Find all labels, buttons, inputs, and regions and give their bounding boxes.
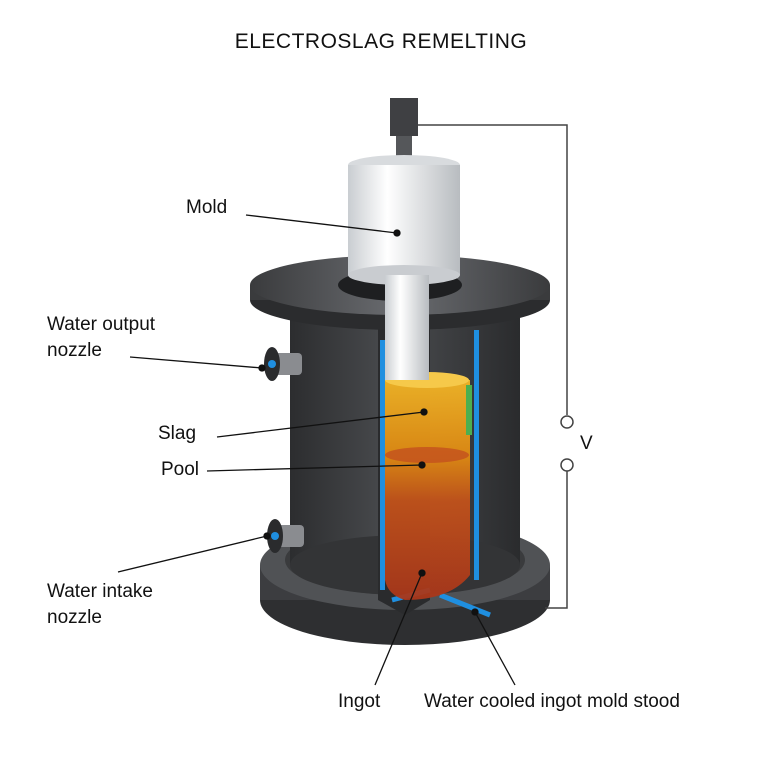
label-water-intake-line1: Water intake	[47, 581, 153, 602]
label-water-intake-line2: nozzle	[47, 607, 102, 628]
label-voltage: V	[580, 433, 593, 454]
label-slag: Slag	[158, 423, 197, 444]
water-intake-nozzle	[267, 519, 304, 553]
melt-column	[385, 372, 472, 600]
label-mold: Mold	[186, 197, 228, 218]
label-water-output-line1: Water output	[47, 314, 156, 335]
label-water-output-line2: nozzle	[47, 340, 102, 361]
electrode	[348, 98, 460, 380]
diagram-title: ELECTROSLAG REMELTING	[234, 30, 528, 53]
water-output-nozzle	[264, 347, 302, 381]
label-water-cooled-stood: Water cooled ingot mold stood	[424, 691, 680, 712]
power-circuit	[418, 124, 574, 609]
leader-lines	[117, 214, 516, 686]
label-ingot: Ingot	[338, 691, 381, 712]
label-pool: Pool	[161, 459, 200, 480]
